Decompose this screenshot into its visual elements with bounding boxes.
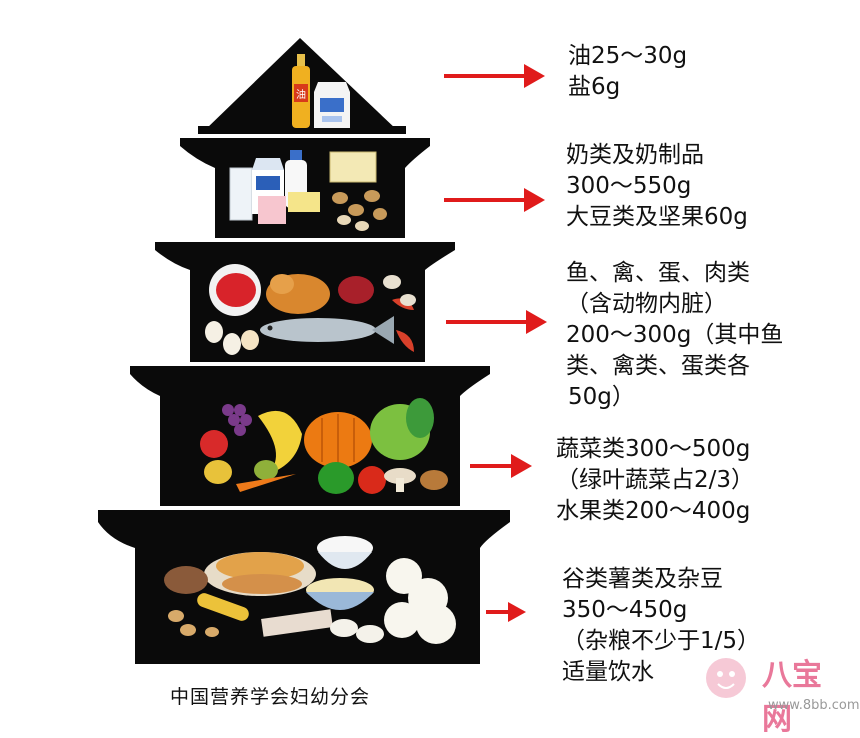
watermark-text: 八宝网 (762, 658, 822, 737)
tier-dairy-label: 奶类及奶制品 300～550g 大豆类及坚果60g (566, 140, 748, 233)
tier-top-eave (198, 126, 406, 134)
tier-produce-line-3: 水果类200～400g (556, 498, 751, 524)
tier-produce-label: 蔬菜类300～500g （绿叶蔬菜占2/3） 水果类200～400g (556, 434, 754, 527)
tier-produce-icons (200, 398, 448, 494)
steamed-buns-icon (384, 558, 456, 644)
arrow-dairy (444, 188, 545, 212)
tier-produce-line-2: （绿叶蔬菜占2/3） (556, 467, 755, 493)
corn-icon (197, 593, 249, 621)
arrow-grains (486, 602, 526, 622)
sweet-potato-icon (164, 566, 208, 594)
tier-grains-label: 谷类薯类及杂豆 350～450g （杂粮不少于1/5） 适量饮水 (562, 564, 760, 688)
mushroom-icon (384, 468, 416, 484)
footer-credit: 中国营养学会妇幼分会 (170, 686, 371, 708)
ham-icon (338, 276, 374, 304)
tier-protein-line-2: （含动物内脏） (566, 291, 727, 317)
tier-grains-icons (164, 536, 456, 644)
tier-dairy-line-3: 大豆类及坚果60g (566, 204, 748, 230)
green-pepper-icon (318, 462, 354, 494)
noodle-bowl-icon (306, 578, 374, 610)
tier-protein-label: 鱼、禽、蛋、肉类 （含动物内脏） 200～300g（其中鱼 类、禽类、蛋类各 5… (566, 258, 783, 413)
nuts-icon (332, 190, 387, 231)
tomato-icon (358, 466, 386, 494)
peanuts-icon (168, 610, 219, 637)
tier-top-line-1: 油25～30g (568, 43, 688, 69)
tier-produce-line-1: 蔬菜类300～500g (556, 436, 751, 462)
fish-icon (260, 316, 394, 344)
arrows (444, 64, 547, 622)
arrow-top (444, 64, 545, 88)
tier-grains-line-4: 适量饮水 (562, 659, 654, 685)
tier-grains-line-2: 350～450g (562, 597, 688, 623)
tier-top-label: 油25～30g 盐6g (568, 41, 687, 103)
oil-bottle-icon: 油 (292, 54, 310, 128)
tier-grains-line-3: （杂粮不少于1/5） (562, 628, 761, 654)
salt-box-icon (314, 82, 350, 128)
cheese-block-icon (329, 151, 377, 183)
tier-grains-line-1: 谷类薯类及杂豆 (562, 566, 723, 592)
tier-protein-line-4: 类、禽类、蛋类各 (566, 353, 750, 379)
dumplings-icon (330, 619, 384, 643)
potato-icon (420, 470, 448, 490)
watermark-url: www.8bb.com (768, 698, 860, 713)
food-pyramid-diagram: 油 (98, 38, 547, 664)
rice-bowl-icon (317, 536, 373, 569)
eggs-icon (205, 321, 259, 355)
tier-dairy-line-2: 300～550g (566, 173, 692, 199)
milk-glass-icon (229, 167, 253, 221)
pear-icon (204, 460, 232, 484)
noodle-pack-icon (261, 609, 333, 637)
watermark-logo-icon (706, 658, 746, 698)
arrow-protein (446, 310, 547, 334)
oil-bottle-label: 油 (296, 88, 306, 101)
kiwi-icon (254, 460, 278, 480)
banana-icon (258, 410, 302, 474)
tier-top-line-2: 盐6g (568, 74, 621, 100)
clams-icon (383, 275, 416, 306)
tier-protein-line-3: 200～300g（其中鱼 (566, 322, 784, 348)
arrow-produce (470, 454, 532, 478)
tier-dairy-line-1: 奶类及奶制品 (566, 142, 704, 168)
tier-dairy-icons (229, 150, 387, 231)
grapes-icon (222, 404, 252, 436)
tier-protein-line-1: 鱼、禽、蛋、肉类 (566, 260, 750, 286)
tier-protein-line-5: 50g） (568, 384, 635, 410)
butter-block-icon (288, 192, 320, 212)
yogurt-box-icon (258, 196, 286, 224)
apple-icon (200, 430, 228, 458)
tier-top-icons: 油 (292, 54, 350, 128)
carrot-icon (236, 474, 296, 492)
tier-protein-icons (205, 264, 416, 355)
